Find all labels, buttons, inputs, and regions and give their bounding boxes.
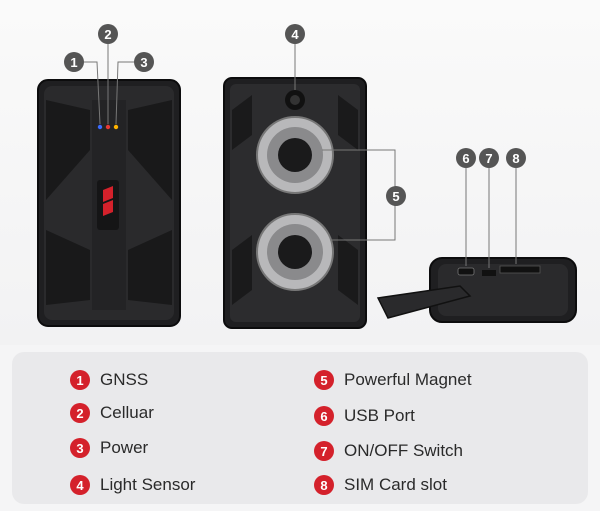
- device-illustration: [37, 42, 577, 329]
- callout-2: 2: [98, 24, 118, 44]
- legend-item-cellular: 2 Celluar: [70, 402, 154, 424]
- number-badge: 2: [70, 403, 90, 423]
- legend-label: ON/OFF Switch: [344, 441, 464, 460]
- number-badge: 6: [314, 406, 334, 426]
- number-badge: 1: [70, 370, 90, 390]
- legend-label: Light Sensor: [100, 475, 196, 494]
- legend-item-on-off-switch: 7 ON/OFF Switch: [314, 440, 463, 462]
- legend-item-power: 3 Power: [70, 437, 148, 459]
- legend-label: USB Port: [344, 406, 415, 425]
- device-back: [223, 42, 396, 329]
- legend-label: Powerful Magnet: [344, 370, 472, 389]
- legend-item-gnss: 1 GNSS: [70, 369, 148, 391]
- number-badge: 3: [70, 438, 90, 458]
- number-badge: 4: [70, 475, 90, 495]
- cellular-led: [105, 124, 111, 130]
- legend-label: Celluar: [100, 403, 154, 422]
- callout-1: 1: [64, 52, 84, 72]
- legend-label: SIM Card slot: [344, 475, 447, 494]
- callout-5: 5: [386, 186, 406, 206]
- sim-card-slot: [499, 265, 541, 274]
- power-led: [113, 124, 119, 130]
- legend-item-magnet: 5 Powerful Magnet: [314, 369, 472, 391]
- callout-4: 4: [285, 24, 305, 44]
- gnss-led: [97, 124, 103, 130]
- callout-6: 6: [456, 148, 476, 168]
- callout-3: 3: [134, 52, 154, 72]
- device-front: [37, 42, 181, 327]
- number-badge: 8: [314, 475, 334, 495]
- legend-item-light-sensor: 4 Light Sensor: [70, 474, 195, 496]
- on-off-switch: [482, 270, 496, 276]
- legend-label: GNSS: [100, 370, 149, 389]
- feature-legend: 1 GNSS 2 Celluar 3 Power 4 Light Sensor …: [12, 352, 588, 504]
- legend-item-sim-card-slot: 8 SIM Card slot: [314, 474, 447, 496]
- number-badge: 5: [314, 370, 334, 390]
- usb-port: [457, 267, 475, 276]
- product-image: 1 2 3 4 5 6 7 8: [0, 0, 600, 345]
- legend-label: Power: [100, 438, 149, 457]
- callout-7: 7: [479, 148, 499, 168]
- callout-8: 8: [506, 148, 526, 168]
- number-badge: 7: [314, 441, 334, 461]
- legend-item-usb-port: 6 USB Port: [314, 405, 415, 427]
- device-side: [376, 168, 577, 323]
